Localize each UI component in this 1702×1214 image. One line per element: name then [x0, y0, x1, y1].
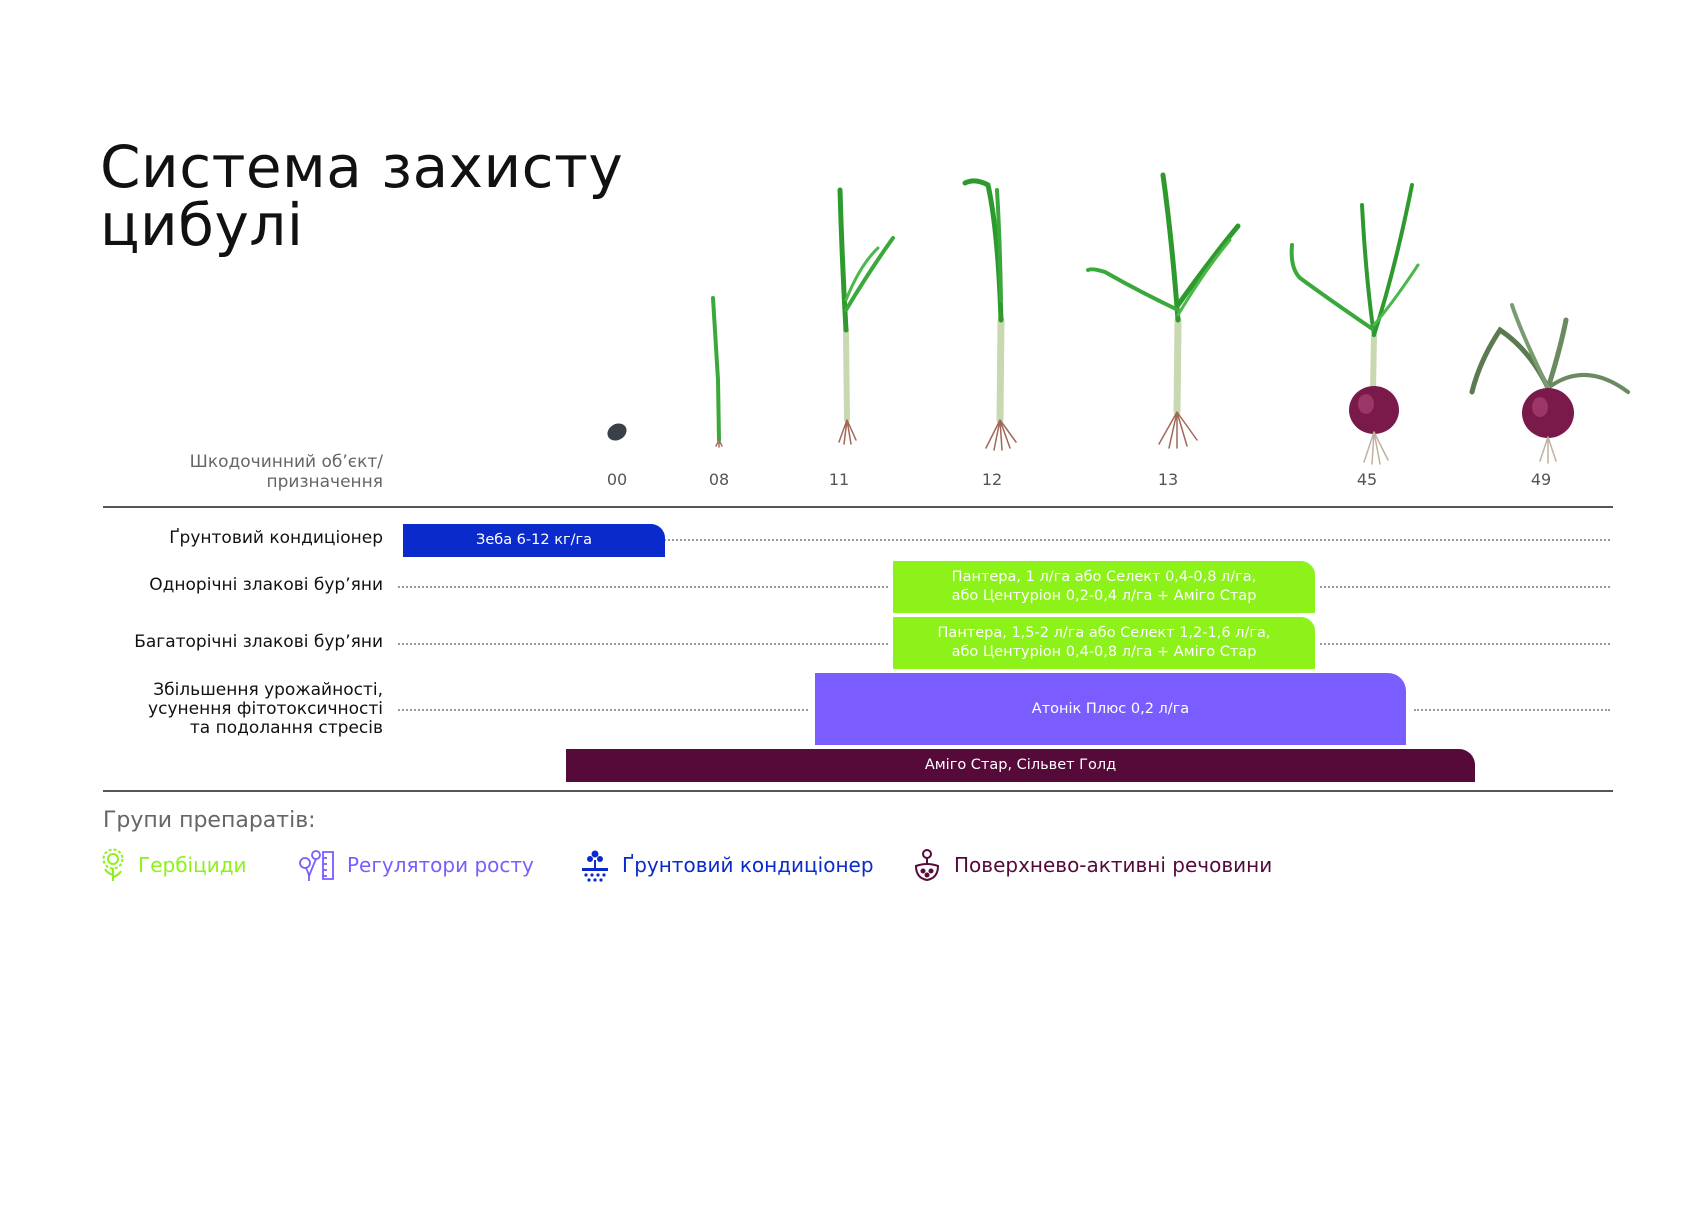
- row-label-yield-increase: Збільшення урожайності, усунення фітоток…: [148, 680, 383, 738]
- treatment-bar-herbicide-annual: Пантера, 1 л/га або Селект 0,4-0,8 л/га,…: [893, 561, 1315, 613]
- legend-label: Регулятори росту: [347, 853, 534, 877]
- sprout-08-image: [711, 296, 723, 448]
- legend-item-herbicides: Гербіциди: [100, 848, 247, 882]
- stage-label: 12: [981, 470, 1003, 489]
- legend-title: Групи препаратів:: [103, 808, 316, 833]
- row-guide-line: [398, 643, 888, 645]
- legend-label: Ґрунтовий кондиціонер: [622, 853, 874, 877]
- surfactant-icon: [914, 849, 940, 882]
- onion-49-image: [1469, 303, 1630, 464]
- seed-image: [607, 423, 627, 441]
- legend-item-soil-conditioner: Ґрунтовий кондиціонер: [580, 848, 874, 882]
- plant-11-image: [837, 187, 895, 445]
- plant-growth-illustrations: [607, 172, 1630, 465]
- stage-label: 08: [708, 470, 730, 489]
- soil-conditioner-icon: [582, 850, 608, 882]
- stage-label: 00: [606, 470, 628, 489]
- row-guide-line: [398, 586, 888, 588]
- row-label-perennial-grass-weeds: Багаторічні злакові бур’яни: [134, 632, 383, 652]
- stage-label: 11: [828, 470, 850, 489]
- legend-label: Поверхнево-активні речовини: [954, 853, 1273, 877]
- page-title: Система захисту цибулі: [100, 133, 624, 259]
- treatment-bar-atonik: Атонік Плюс 0,2 л/га: [815, 673, 1406, 745]
- row-guide-line: [1414, 709, 1610, 711]
- stage-label: 13: [1157, 470, 1179, 489]
- row-guide-line: [1320, 586, 1610, 588]
- growth-regulator-icon: [299, 850, 334, 881]
- stage-label: 49: [1530, 470, 1552, 489]
- row-guide-line: [660, 539, 1610, 541]
- onion-45-image: [1289, 183, 1420, 465]
- stage-label: 45: [1356, 470, 1378, 489]
- plant-13-image: [1086, 172, 1241, 449]
- treatment-bar-zeba: Зеба 6-12 кг/га: [403, 524, 665, 557]
- plant-12-image: [962, 178, 1017, 451]
- legend-item-growth-regulators: Регулятори росту: [297, 848, 534, 882]
- header-divider: [103, 506, 1613, 508]
- row-label-annual-grass-weeds: Однорічні злакові бур’яни: [149, 575, 383, 595]
- treatment-bar-herbicide-perennial: Пантера, 1,5-2 л/га або Селект 1,2-1,6 л…: [893, 617, 1315, 669]
- column-header-label: Шкодочинний об’єкт/ призначення: [189, 452, 383, 492]
- legend-label: Гербіциди: [138, 853, 247, 877]
- row-label-soil-conditioner: Ґрунтовий кондиціонер: [169, 528, 383, 548]
- treatment-bar-amigo-silvet: Аміго Стар, Сільвет Голд: [566, 749, 1475, 782]
- legend-item-surfactants: Поверхнево-активні речовини: [912, 848, 1272, 882]
- footer-divider: [103, 790, 1613, 792]
- row-guide-line: [398, 709, 808, 711]
- sunflower-icon: [102, 848, 124, 881]
- row-guide-line: [1320, 643, 1610, 645]
